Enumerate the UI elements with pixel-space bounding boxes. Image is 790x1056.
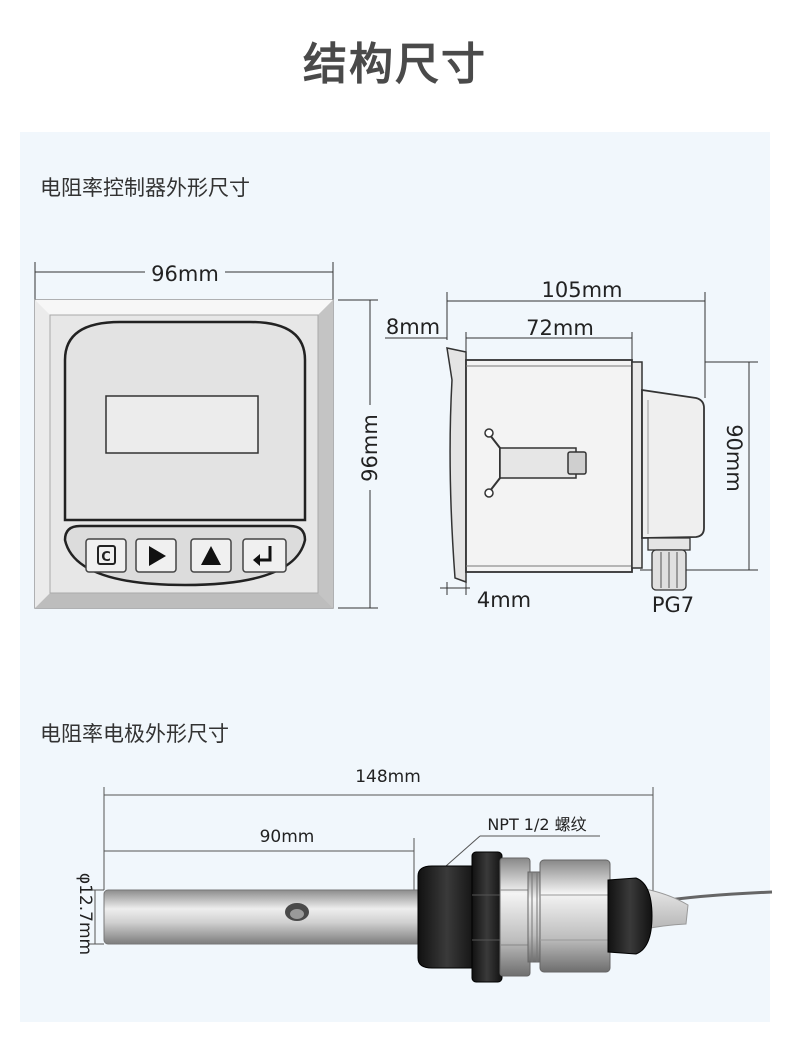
connector-label: PG7 [652,593,694,617]
electrode-diameter-label: φ12.7mm [75,873,95,955]
enter-icon [258,546,272,562]
key-play-button[interactable] [135,538,177,573]
up-arrow-icon [201,546,221,565]
thread-label: NPT 1/2 螺纹 [487,815,586,834]
electrode-total-length-label: 148mm [355,767,421,787]
controller-front-view: 96mm 96mm C [34,262,382,609]
electrode-probe-length-label: 90mm [260,827,315,847]
c-icon: C [101,550,111,565]
electrode-section-title: 电阻率电极外形尺寸 [40,722,229,746]
front-height-label: 96mm [358,414,382,482]
side-body-length-label: 72mm [526,316,594,340]
controller-side-view: 105mm 72mm 8mm 90mm 4mm [385,278,758,617]
side-height-label: 90mm [722,424,746,492]
electrode-view: 148mm 90mm φ12.7mm NPT 1/2 螺纹 [75,767,773,983]
key-enter-button[interactable] [242,538,287,573]
key-c-button[interactable]: C [85,538,127,573]
controller-section-title: 电阻率控制器外形尺寸 [40,176,250,200]
front-width-label: 96mm [151,262,219,286]
page-title: 结构尺寸 [303,39,487,90]
side-bezel-label: 8mm [386,315,440,339]
side-total-length-label: 105mm [542,278,623,302]
play-icon [149,546,166,566]
side-gap-label: 4mm [477,588,531,612]
key-up-button[interactable] [190,538,232,573]
